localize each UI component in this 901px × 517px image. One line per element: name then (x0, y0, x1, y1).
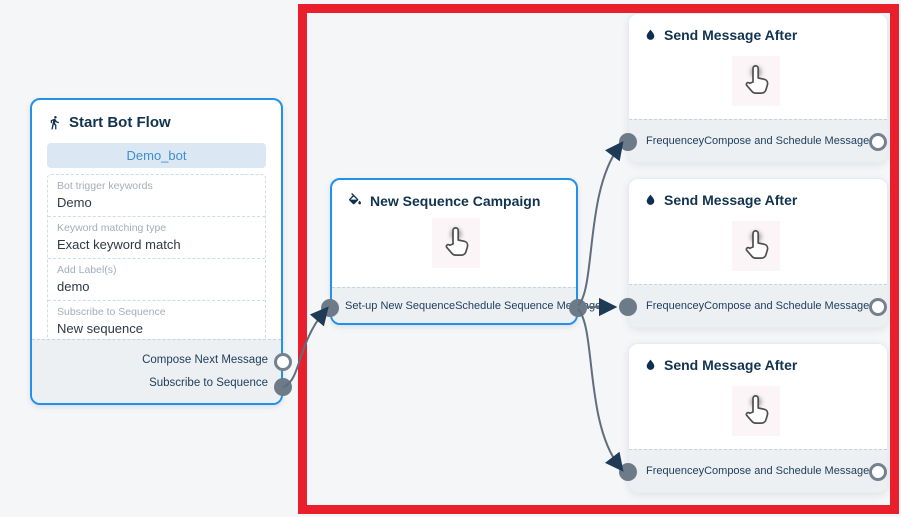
start-bot-flow-node[interactable]: Start Bot Flow Demo_bot Bot trigger keyw… (30, 98, 283, 405)
sequence-node-header: New Sequence Campaign (332, 180, 576, 217)
port-schedule-sequence-out[interactable] (569, 299, 587, 317)
output-label-subscribe-to-sequence: Subscribe to Sequence (149, 376, 268, 389)
edge-schedule-to-send1 (577, 141, 624, 307)
send-node-header: Send Message After (629, 14, 887, 51)
sequence-node-title: New Sequence Campaign (370, 193, 541, 209)
port-subscribe-to-sequence-out[interactable] (274, 378, 292, 396)
send-message-after-node-1[interactable]: Send Message After Frequencey Compose an… (628, 13, 888, 163)
field-value: demo (57, 279, 90, 294)
sequence-node-footer: Set-up New Sequence Schedule Sequence Me… (332, 287, 601, 323)
output-label-schedule-sequence-message: Schedule Sequence Message (455, 299, 602, 312)
tap-cursor-icon[interactable] (732, 56, 780, 106)
field-label: Bot trigger keywords (57, 180, 153, 192)
field-value: Exact keyword match (57, 237, 181, 252)
send-node-footer: Frequencey Compose and Schedule Message (629, 284, 887, 327)
field-row-add-labels[interactable]: Add Label(s) demo (48, 259, 265, 301)
start-node-header: Start Bot Flow (32, 100, 281, 139)
edge-subscribe-to-setup (282, 306, 329, 388)
port-send1-frequency-in[interactable] (619, 133, 637, 151)
port-send2-frequency-in[interactable] (619, 298, 637, 316)
send-node-title: Send Message After (664, 357, 798, 373)
port-send1-compose-out[interactable] (869, 133, 887, 151)
port-send2-compose-out[interactable] (869, 298, 887, 316)
paint-bucket-icon (347, 193, 363, 209)
port-send3-frequency-in[interactable] (619, 463, 637, 481)
field-row-bot-trigger-keywords[interactable]: Bot trigger keywords Demo (48, 175, 265, 217)
send-node-title: Send Message After (664, 192, 798, 208)
new-sequence-campaign-node[interactable]: New Sequence Campaign Set-up New Sequenc… (330, 178, 601, 325)
water-drop-icon (644, 192, 657, 208)
field-row-keyword-matching-type[interactable]: Keyword matching type Exact keyword matc… (48, 217, 265, 259)
start-node-fields: Bot trigger keywords Demo Keyword matchi… (47, 174, 266, 343)
output-label-compose-schedule: Compose and Schedule Message (704, 465, 870, 477)
port-compose-next-message-out[interactable] (274, 353, 292, 371)
send-message-after-node-2[interactable]: Send Message After Frequencey Compose an… (628, 178, 888, 328)
field-row-subscribe-to-sequence[interactable]: Subscribe to Sequence New sequence (48, 301, 265, 342)
walking-person-icon (47, 114, 62, 131)
field-label: Add Label(s) (57, 264, 117, 276)
start-node-footer: Compose Next Message Subscribe to Sequen… (32, 339, 281, 403)
port-send3-compose-out[interactable] (869, 463, 887, 481)
field-value: New sequence (57, 321, 143, 336)
field-label: Subscribe to Sequence (57, 306, 166, 318)
output-label-setup-new-sequence: Set-up New Sequence (345, 299, 456, 312)
field-label: Keyword matching type (57, 222, 167, 234)
send-message-after-node-3[interactable]: Send Message After Frequencey Compose an… (628, 343, 888, 493)
water-drop-icon (644, 27, 657, 43)
output-label-frequency: Frequencey (646, 465, 705, 477)
output-label-compose-schedule: Compose and Schedule Message (704, 135, 870, 147)
edge-schedule-to-send3 (577, 308, 624, 472)
send-node-header: Send Message After (629, 179, 887, 216)
start-node-title: Start Bot Flow (69, 114, 171, 131)
output-label-frequency: Frequencey (646, 300, 705, 312)
port-setup-new-sequence-in[interactable] (321, 299, 339, 317)
tap-cursor-icon[interactable] (732, 221, 780, 271)
water-drop-icon (644, 357, 657, 373)
tap-cursor-icon[interactable] (432, 218, 480, 268)
tap-cursor-icon[interactable] (732, 386, 780, 436)
output-label-compose-next-message: Compose Next Message (142, 354, 268, 367)
bot-name-button[interactable]: Demo_bot (47, 143, 266, 168)
field-value: Demo (57, 195, 92, 210)
send-node-footer: Frequencey Compose and Schedule Message (629, 449, 887, 492)
send-node-header: Send Message After (629, 344, 887, 381)
output-label-frequency: Frequencey (646, 135, 705, 147)
send-node-footer: Frequencey Compose and Schedule Message (629, 119, 887, 162)
send-node-title: Send Message After (664, 27, 798, 43)
output-label-compose-schedule: Compose and Schedule Message (704, 300, 870, 312)
